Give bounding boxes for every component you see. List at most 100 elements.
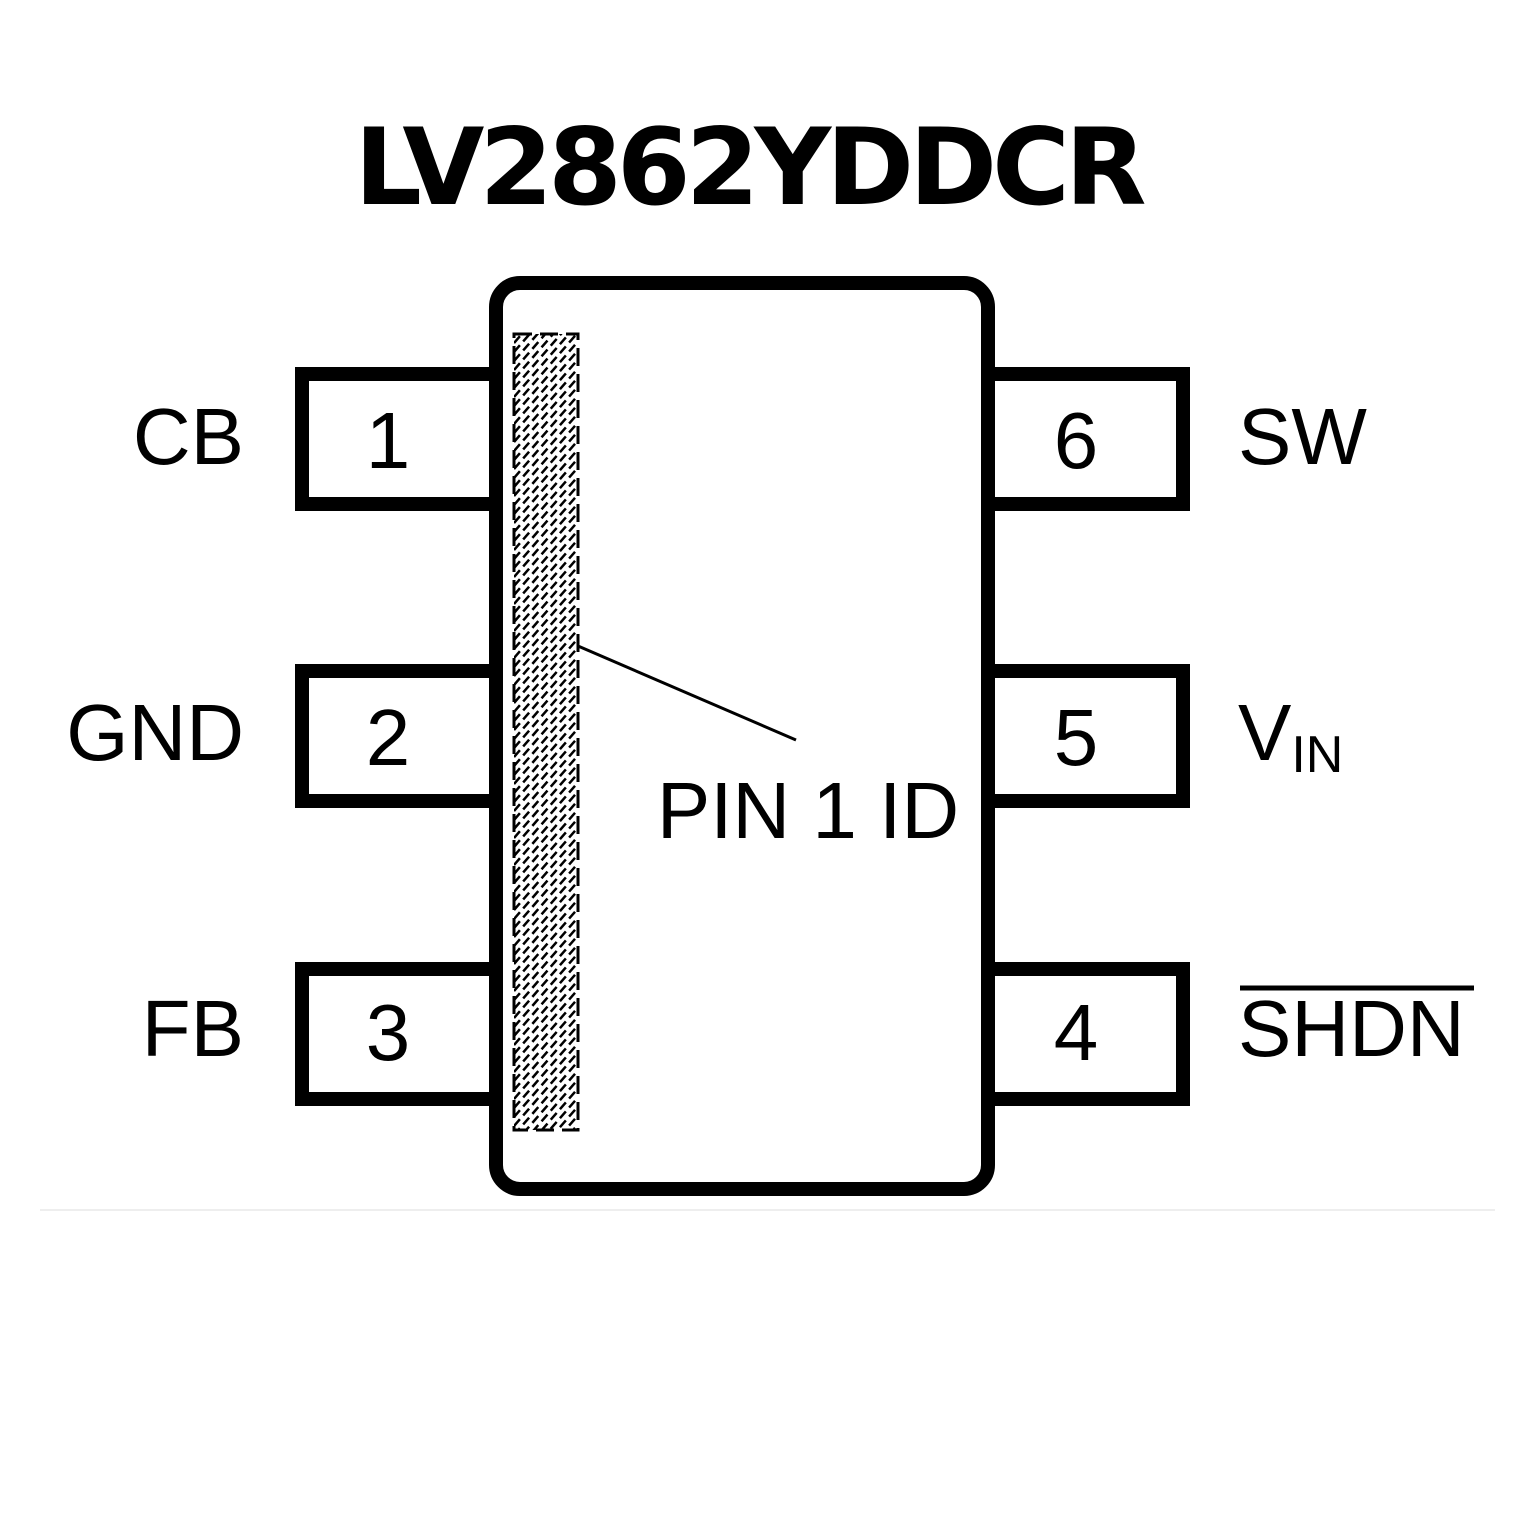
hatch-line bbox=[514, 637, 578, 713]
hatch-line bbox=[514, 1024, 578, 1100]
hatch-line bbox=[514, 862, 578, 938]
hatch-line bbox=[514, 334, 571, 398]
hatch-line bbox=[514, 646, 578, 722]
hatch-line bbox=[514, 556, 578, 632]
hatch-line bbox=[532, 1078, 578, 1130]
hatch-line bbox=[514, 610, 578, 686]
hatch-line bbox=[514, 466, 578, 542]
hatch-line bbox=[514, 691, 578, 767]
pin-4-label: SHDN bbox=[1238, 984, 1465, 1073]
hatch-line bbox=[514, 448, 578, 524]
hatch-line bbox=[514, 439, 578, 515]
hatch-line bbox=[514, 583, 578, 659]
hatch-line bbox=[514, 412, 578, 488]
hatch-line bbox=[524, 1069, 578, 1130]
hatch-line bbox=[514, 655, 578, 731]
hatch-line bbox=[514, 853, 578, 929]
pin-1: 1 CB bbox=[133, 367, 505, 511]
hatch-line bbox=[514, 334, 563, 389]
hatch-line bbox=[514, 979, 578, 1055]
pin-5-number: 5 bbox=[1054, 693, 1099, 782]
hatch-line bbox=[514, 334, 547, 371]
hatch-line bbox=[514, 547, 578, 623]
hatch-line bbox=[514, 736, 578, 812]
hatch-line bbox=[514, 745, 578, 821]
hatch-line bbox=[514, 907, 578, 983]
pin-3: 3 FB bbox=[142, 962, 505, 1106]
hatch-line bbox=[514, 334, 540, 362]
hatch-line bbox=[514, 808, 578, 884]
pin-3-number: 3 bbox=[366, 988, 411, 1077]
pin-5-label-main: V bbox=[1238, 688, 1292, 777]
pin1-id-outline bbox=[512, 332, 580, 1132]
pin-5-label-subscript: IN bbox=[1291, 726, 1343, 784]
hatch-line bbox=[514, 763, 578, 839]
package-body bbox=[489, 276, 995, 1196]
hatch-line bbox=[514, 799, 578, 875]
hatch-line bbox=[514, 394, 578, 470]
hatch-line bbox=[514, 754, 578, 830]
hatch-line bbox=[514, 871, 578, 947]
hatch-line bbox=[514, 1015, 578, 1091]
pin-5-label: VIN bbox=[1238, 688, 1343, 784]
pin-5: 5 VIN bbox=[980, 664, 1343, 808]
pin-1-label: CB bbox=[133, 392, 244, 481]
hatch-line bbox=[514, 475, 578, 551]
hatch-line bbox=[514, 601, 578, 677]
pin-4-number: 4 bbox=[1054, 988, 1099, 1077]
hatch-line bbox=[514, 520, 578, 596]
hatch-line bbox=[514, 574, 578, 650]
hatch-line bbox=[514, 484, 578, 560]
hatch-line bbox=[514, 1042, 578, 1118]
hatch-line bbox=[514, 943, 578, 1019]
hatch-line bbox=[514, 682, 578, 758]
pin1-id-label: PIN 1 ID bbox=[657, 766, 959, 855]
pin1-id-hatching bbox=[514, 334, 578, 1130]
hatch-line bbox=[514, 430, 578, 506]
hatch-line bbox=[514, 1006, 578, 1082]
hatch-line bbox=[514, 898, 578, 974]
pin1-id-marker bbox=[512, 332, 580, 1132]
hatch-line bbox=[514, 376, 578, 452]
hatch-line bbox=[540, 1087, 578, 1130]
hatch-line bbox=[514, 781, 578, 857]
hatch-line bbox=[514, 511, 578, 587]
hatch-line bbox=[514, 709, 578, 785]
hatch-line bbox=[514, 1033, 578, 1109]
hatch-line bbox=[514, 880, 578, 956]
hatch-line bbox=[514, 457, 578, 533]
hatch-line bbox=[514, 790, 578, 866]
hatch-line bbox=[514, 970, 578, 1046]
hatch-line bbox=[514, 889, 578, 965]
hatch-line bbox=[514, 538, 578, 614]
hatch-line bbox=[514, 334, 578, 407]
hatch-line bbox=[514, 700, 578, 776]
hatch-line bbox=[514, 673, 578, 749]
pin-2: 2 GND bbox=[66, 664, 505, 808]
hatch-line bbox=[514, 358, 578, 434]
hatch-line bbox=[514, 844, 578, 920]
hatch-line bbox=[514, 1051, 578, 1127]
hatch-line bbox=[514, 664, 578, 740]
hatch-line bbox=[514, 925, 578, 1001]
hatch-line bbox=[514, 718, 578, 794]
pin-3-label: FB bbox=[142, 984, 244, 1073]
hatch-line bbox=[514, 817, 578, 893]
hatch-line bbox=[516, 1060, 578, 1130]
hatch-line bbox=[514, 952, 578, 1028]
hatch-line bbox=[514, 349, 578, 425]
hatch-line bbox=[514, 502, 578, 578]
hatch-line bbox=[514, 403, 578, 479]
pin-6-number: 6 bbox=[1054, 396, 1099, 485]
hatch-line bbox=[514, 826, 578, 902]
hatch-line bbox=[514, 493, 578, 569]
hatch-line bbox=[514, 421, 578, 497]
part-number-title: LV2862YDDCR bbox=[354, 106, 1145, 229]
hatch-line bbox=[514, 334, 555, 380]
hatch-line bbox=[514, 934, 578, 1010]
pin1-id-leader-line bbox=[577, 644, 797, 742]
hatch-line bbox=[514, 529, 578, 605]
hatch-line bbox=[514, 772, 578, 848]
pin-4: 4 SHDN bbox=[980, 962, 1474, 1106]
